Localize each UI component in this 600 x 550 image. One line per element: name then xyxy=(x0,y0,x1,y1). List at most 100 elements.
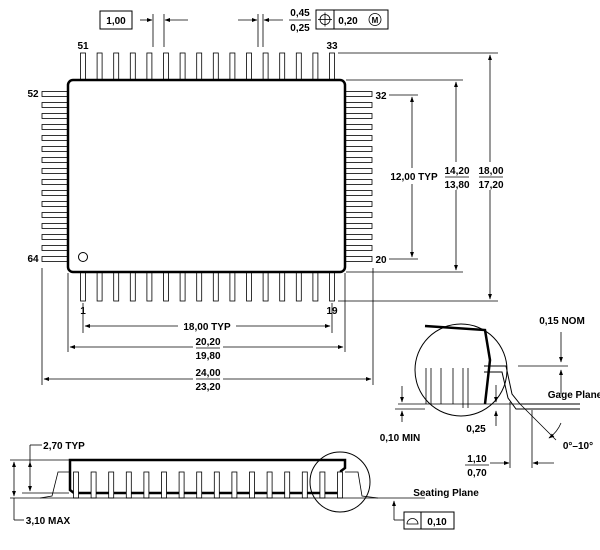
foot-min-label: 0,70 xyxy=(467,468,487,479)
lead-left xyxy=(41,201,69,207)
dim-body-w-min: 19,80 xyxy=(195,351,220,362)
side-lead-foot xyxy=(301,471,308,499)
dim-12-typ: 12,00 TYP xyxy=(390,172,438,183)
lead-left xyxy=(41,179,69,185)
lead-bottom xyxy=(196,271,203,302)
lead-bottom xyxy=(329,271,335,302)
min-010-label: 0,10 MIN xyxy=(380,433,421,444)
side-lead-right-bend xyxy=(345,471,379,499)
lead-top xyxy=(295,52,302,81)
pitch-box xyxy=(99,10,133,30)
lead-bottom xyxy=(229,271,236,302)
lead-top xyxy=(146,52,153,81)
gage-plane-label: Gage Plane xyxy=(548,390,600,401)
lead-top xyxy=(129,52,136,81)
lead-bottom xyxy=(113,271,120,302)
pin1-marker xyxy=(78,252,88,262)
lead-top xyxy=(113,52,120,81)
side-lead-foot xyxy=(178,471,185,499)
lead-array xyxy=(41,52,373,302)
side-lead-foot xyxy=(337,471,343,499)
lead-right xyxy=(344,212,373,218)
lead-top xyxy=(246,52,252,81)
pin-label-20: 20 xyxy=(375,255,387,266)
detail-body-outline xyxy=(424,324,492,405)
lead-right xyxy=(344,113,373,119)
lead-bottom xyxy=(295,271,302,302)
lead-top xyxy=(312,52,319,81)
dim-18-typ: 18,00 TYP xyxy=(183,322,231,333)
lead-bottom xyxy=(96,271,103,302)
lead-right xyxy=(344,135,373,141)
lead-bottom xyxy=(179,271,186,302)
lead-top xyxy=(329,52,335,81)
lead-top xyxy=(262,52,269,81)
lead-left xyxy=(41,146,69,152)
flatness-value: 0,10 xyxy=(427,517,447,528)
angle-arc xyxy=(548,422,562,439)
dim-total-h-max: 18,00 xyxy=(478,166,503,177)
lead-left xyxy=(41,223,69,229)
lead-right xyxy=(344,157,373,163)
lead-top xyxy=(80,52,86,81)
top-view: 1,00 0,45 0,25 0,20 M 51 33 52 32 64 20 … xyxy=(27,8,506,394)
dim-total-h-min: 17,20 xyxy=(478,180,503,191)
mmc-modifier-icon xyxy=(368,13,382,26)
lead-left xyxy=(41,157,69,163)
foot-max-label: 1,10 xyxy=(467,454,487,465)
lead-right xyxy=(344,102,373,108)
lead-top xyxy=(179,52,186,81)
lead-top xyxy=(196,52,203,81)
pin-label-51: 51 xyxy=(77,41,89,52)
lead-width-max: 0,45 xyxy=(290,8,310,19)
lead-left xyxy=(41,234,69,240)
lead-right xyxy=(344,168,373,174)
lead-right xyxy=(344,223,373,229)
lead-top xyxy=(163,52,169,81)
package-body xyxy=(66,78,347,274)
dim-total-w-min: 23,20 xyxy=(195,382,220,393)
lead-right xyxy=(344,256,373,262)
lead-right xyxy=(344,179,373,185)
dim-025-label: 0,25 xyxy=(466,424,486,435)
nom-015-label: 0,15 NOM xyxy=(539,316,585,327)
lead-top xyxy=(279,52,286,81)
lead-bottom xyxy=(246,271,252,302)
lead-right xyxy=(344,201,373,207)
lead-right xyxy=(344,91,373,97)
side-body xyxy=(68,458,347,495)
side-lead-foot xyxy=(266,471,273,499)
lead-left xyxy=(41,135,69,141)
lead-left xyxy=(41,102,69,108)
side-lead-foot xyxy=(213,471,220,499)
lead-right xyxy=(344,190,373,196)
side-lead-foot xyxy=(125,471,132,499)
angle-label: 0°–10° xyxy=(563,441,593,452)
lead-left xyxy=(41,124,69,130)
height-max-label: 3,10 MAX xyxy=(26,516,71,527)
position-tolerance-value: 0,20 xyxy=(338,16,358,27)
lead-bottom xyxy=(212,271,219,302)
pin-label-33: 33 xyxy=(326,41,338,52)
side-lead-feet xyxy=(73,471,343,499)
dim-total-w-max: 24,00 xyxy=(195,368,220,379)
pin-label-64: 64 xyxy=(27,254,39,265)
side-lead-foot xyxy=(90,471,97,499)
lead-right xyxy=(344,245,373,251)
lead-width-min: 0,25 xyxy=(290,23,310,34)
lead-top xyxy=(229,52,236,81)
side-lead-foot xyxy=(249,471,255,499)
detail-lead-gullwing xyxy=(484,365,580,410)
side-lead-foot xyxy=(231,471,238,499)
lead-right xyxy=(344,146,373,152)
lead-left xyxy=(41,256,69,262)
side-lead-foot xyxy=(161,471,167,499)
lead-left xyxy=(41,190,69,196)
seating-plane-label: Seating Plane xyxy=(413,488,479,499)
side-lead-foot xyxy=(284,471,291,499)
lead-left xyxy=(41,245,69,251)
side-lead-foot xyxy=(319,471,326,499)
height-typ-label: 2,70 TYP xyxy=(43,441,85,452)
